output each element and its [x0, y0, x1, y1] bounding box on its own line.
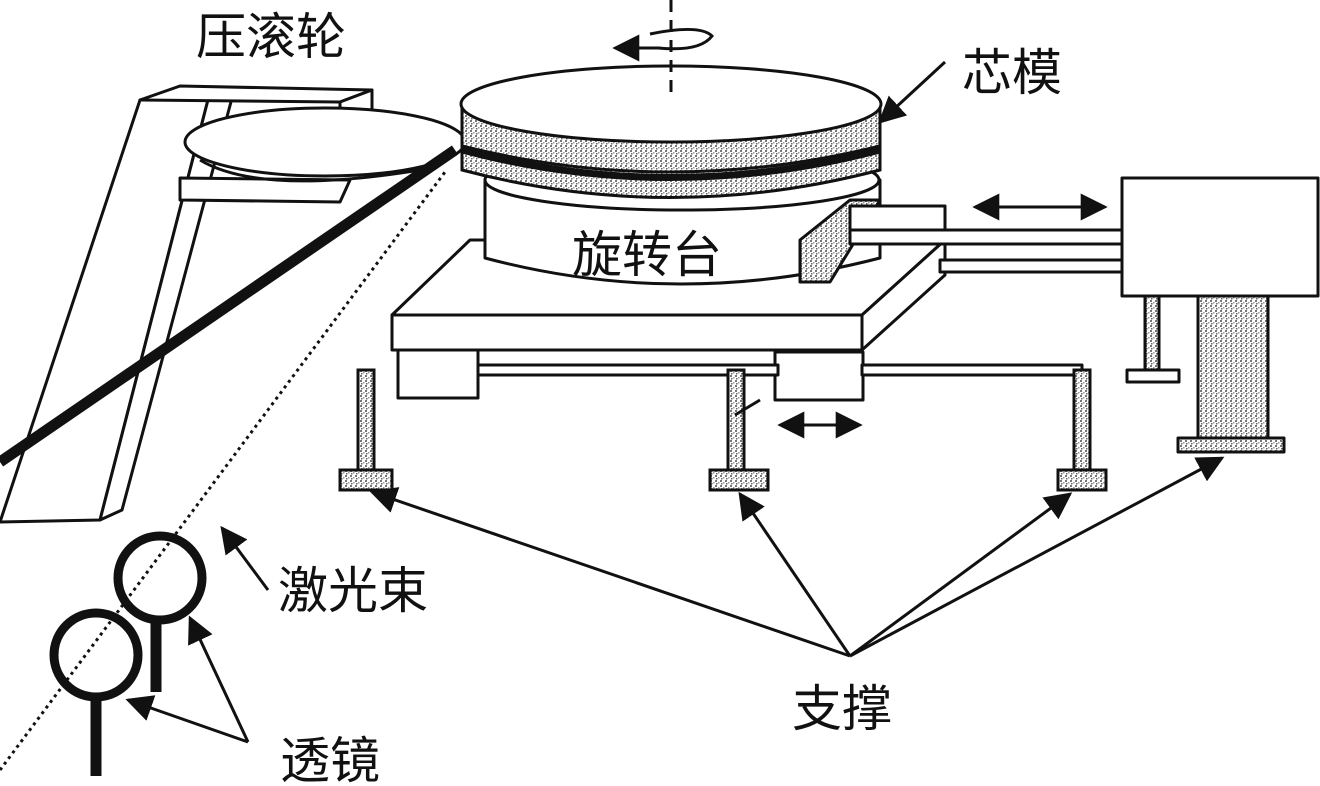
label-lens: 透镜 — [280, 732, 380, 786]
lens-1 — [113, 531, 207, 625]
lenses — [49, 531, 207, 776]
lens-2 — [49, 608, 143, 702]
base-platform-side — [860, 238, 947, 352]
label-support: 支撑 — [792, 680, 892, 738]
label-pressure-roller: 压滚轮 — [196, 8, 346, 66]
support-legs — [338, 368, 1108, 492]
label-laser-beam: 激光束 — [278, 562, 428, 620]
fiber-tape — [0, 145, 459, 467]
motion-arrows — [777, 193, 1108, 439]
support-column — [1196, 294, 1270, 440]
base-platform-front — [390, 313, 864, 352]
slide-carriage — [798, 176, 1320, 454]
label-rotary-table: 旋转台 — [572, 226, 722, 284]
mandrel-top — [459, 64, 883, 144]
leader-arrows — [125, 60, 1225, 744]
label-mandrel: 芯模 — [962, 44, 1062, 102]
tape-and-laser — [0, 145, 459, 771]
roller-top-block — [138, 84, 374, 104]
roller-arm — [0, 90, 212, 524]
pressure-roller-assembly — [0, 84, 467, 524]
laser-beam-line — [0, 171, 447, 771]
rotation-indicator — [612, 0, 714, 95]
mandrel-dark-line — [461, 146, 881, 181]
mandrel — [459, 64, 883, 199]
actuator-box — [1120, 176, 1320, 298]
